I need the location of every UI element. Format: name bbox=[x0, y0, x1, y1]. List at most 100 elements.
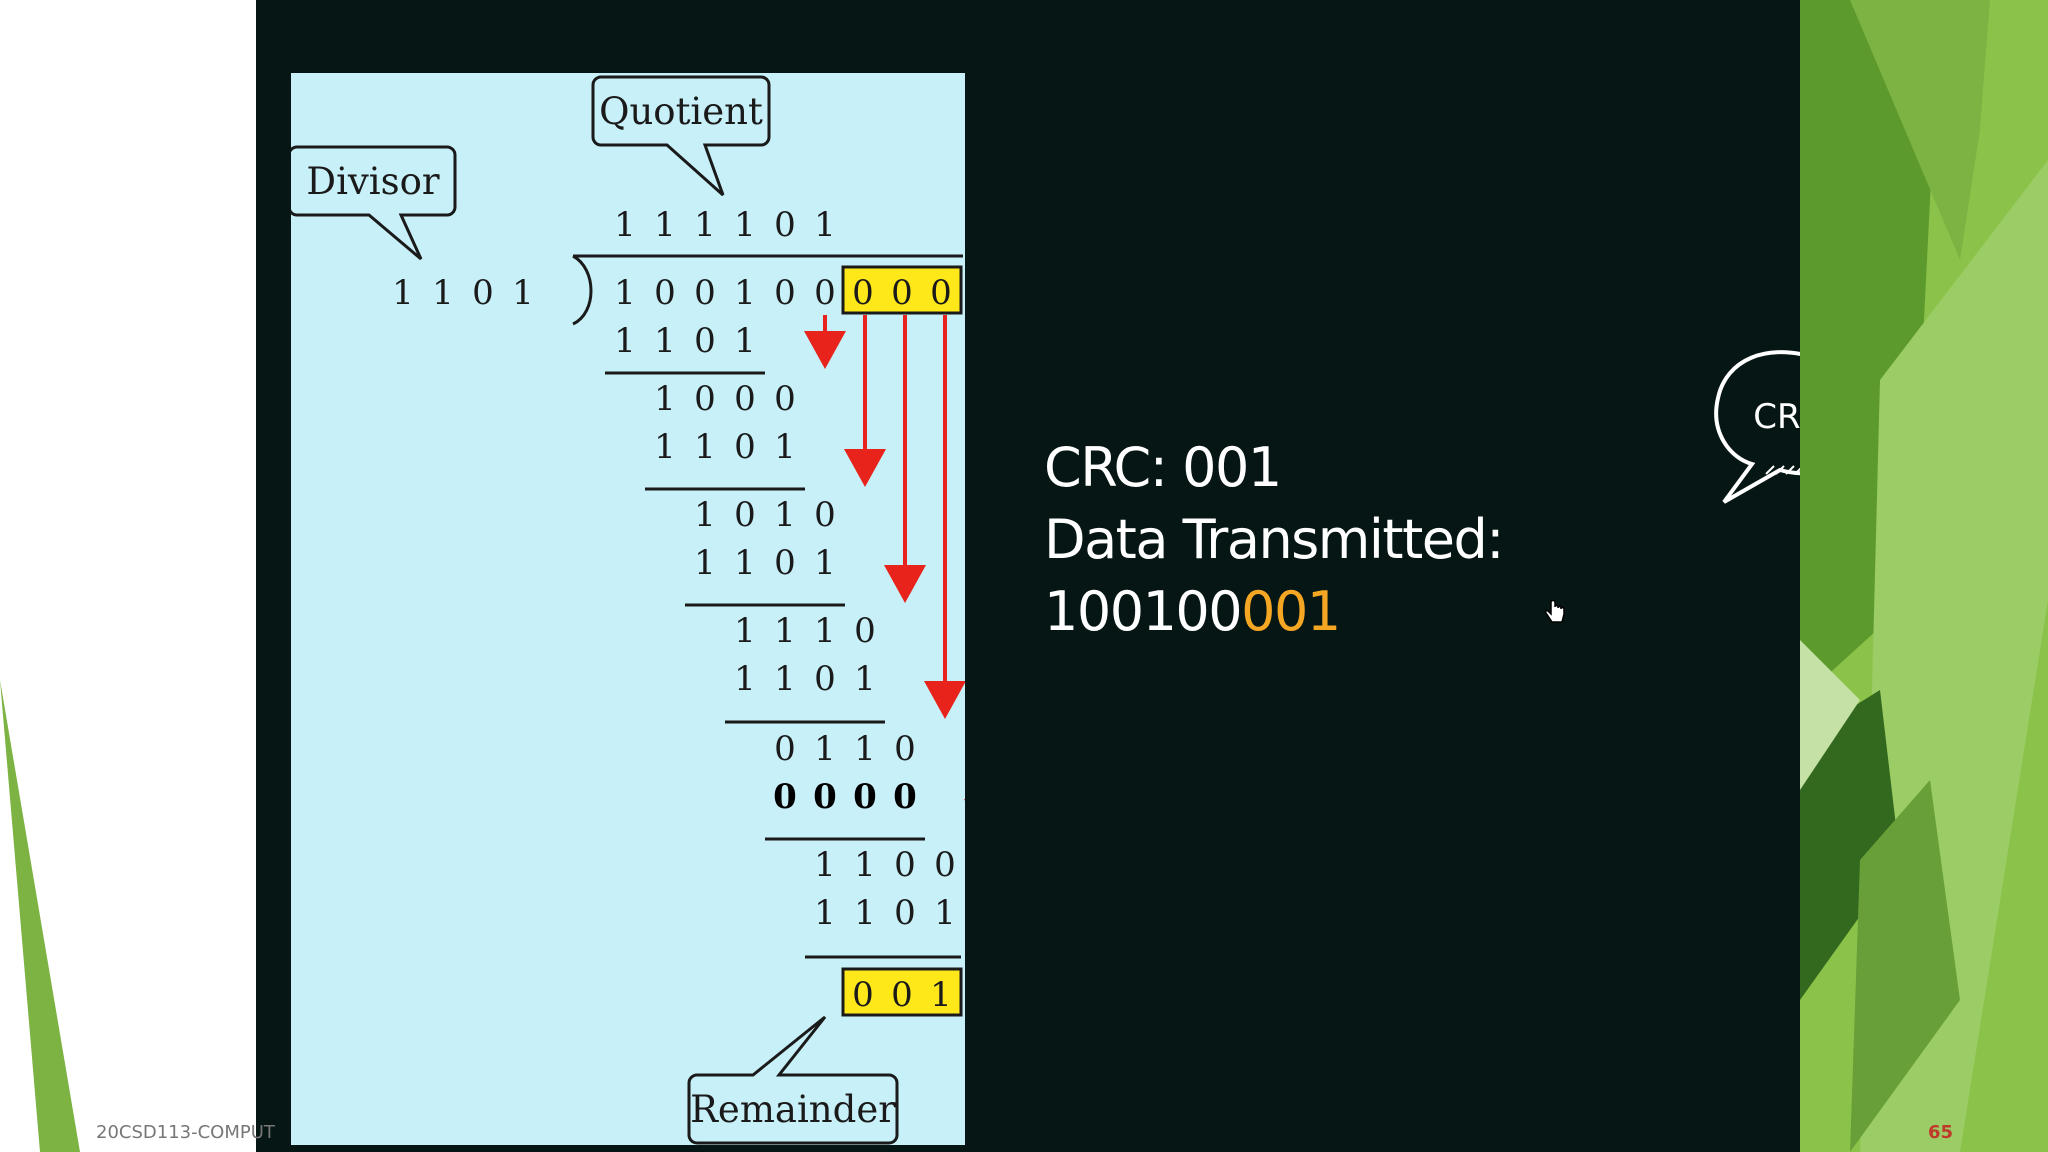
step-subtrahend: 1 1 0 1 bbox=[814, 893, 956, 933]
bring-down-arrow bbox=[804, 315, 846, 369]
digit: 0 bbox=[734, 495, 756, 535]
divisor-digit: 0 bbox=[472, 273, 494, 313]
digit: 1 bbox=[694, 427, 716, 467]
crc-bubble-label: CRC bbox=[1753, 397, 1800, 437]
dividend-digit: 1 bbox=[614, 273, 636, 313]
quotient-digit: 1 bbox=[734, 205, 756, 245]
digit: 0 bbox=[694, 321, 716, 361]
quotient-digit: 1 bbox=[694, 205, 716, 245]
step-subtrahend: 0 0 0 0 bbox=[773, 777, 917, 817]
step-partial: 1 0 1 0 bbox=[694, 495, 836, 535]
digit: 0 bbox=[934, 845, 956, 885]
divisor-digit: 1 bbox=[392, 273, 414, 313]
digit: 1 bbox=[734, 543, 756, 583]
digit: 1 bbox=[814, 611, 836, 651]
digit: 0 bbox=[774, 379, 796, 419]
step-subtrahend: 1 1 0 1 bbox=[694, 543, 836, 583]
divisor-label: Divisor bbox=[306, 160, 439, 203]
dividend-digit: 0 bbox=[814, 273, 836, 313]
digit: 0 bbox=[854, 611, 876, 651]
step-subtrahend: 1 1 0 1 bbox=[614, 321, 756, 361]
digit: 1 bbox=[854, 845, 876, 885]
digit: 1 bbox=[814, 729, 836, 769]
digit: 1 bbox=[654, 427, 676, 467]
digit: 0 bbox=[814, 495, 836, 535]
remainder-callout: Remainder bbox=[689, 1017, 897, 1143]
dividend-digit: 0 bbox=[694, 273, 716, 313]
digit: 0 bbox=[894, 729, 916, 769]
slide-page-number: 65 bbox=[1928, 1122, 1953, 1143]
bring-down-arrow bbox=[844, 315, 886, 487]
divisor-digit: 1 bbox=[512, 273, 534, 313]
digit: 1 bbox=[654, 321, 676, 361]
step-partial: 1 0 0 0 bbox=[654, 379, 796, 419]
digit: 1 bbox=[814, 543, 836, 583]
digit: 0 bbox=[853, 777, 877, 817]
quotient-digit: 1 bbox=[654, 205, 676, 245]
data-transmitted-line: Data Transmitted: 100100001 bbox=[1044, 504, 1800, 648]
digit: 1 bbox=[854, 729, 876, 769]
remainder-label: Remainder bbox=[690, 1088, 896, 1131]
hand-cursor-icon bbox=[1544, 600, 1566, 628]
appended-zero: 0 bbox=[852, 273, 874, 313]
quotient-label: Quotient bbox=[599, 90, 763, 133]
dividend-digits: 1 0 0 1 0 0 bbox=[614, 273, 836, 313]
digit: 0 bbox=[773, 777, 797, 817]
dividend-digit: 0 bbox=[774, 273, 796, 313]
remainder-digit: 0 bbox=[852, 975, 874, 1015]
digit: 1 bbox=[734, 611, 756, 651]
divisor-callout: Divisor bbox=[291, 147, 455, 259]
remainder-digit: 0 bbox=[891, 975, 913, 1015]
digit: 1 bbox=[854, 893, 876, 933]
divisor-digit: 1 bbox=[432, 273, 454, 313]
crc-division-diagram: Divisor Quotient 1 1 1 1 0 1 1 1 bbox=[291, 73, 965, 1145]
step-partial: 1 1 1 0 bbox=[734, 611, 876, 651]
digit: 0 bbox=[814, 659, 836, 699]
digit: 1 bbox=[774, 659, 796, 699]
digit: 1 bbox=[614, 321, 636, 361]
digit: 1 bbox=[854, 659, 876, 699]
digit: 0 bbox=[734, 427, 756, 467]
bring-down-arrow bbox=[964, 315, 965, 837]
digit: 0 bbox=[813, 777, 837, 817]
step-subtrahend: 1 1 0 1 bbox=[654, 427, 796, 467]
digit: 0 bbox=[774, 543, 796, 583]
crc-speech-bubble: CRC bbox=[1656, 340, 1800, 520]
digit: 1 bbox=[934, 893, 956, 933]
bring-down-arrow bbox=[884, 315, 926, 603]
dividend-digit: 0 bbox=[654, 273, 676, 313]
data-transmitted-crc: 001 bbox=[1241, 580, 1340, 643]
digit: 1 bbox=[814, 845, 836, 885]
digit: 1 bbox=[694, 495, 716, 535]
remainder-digits: 0 0 1 bbox=[852, 975, 952, 1015]
step-subtrahend: 1 1 0 1 bbox=[734, 659, 876, 699]
digit: 1 bbox=[654, 379, 676, 419]
digit: 0 bbox=[893, 777, 917, 817]
video-frame: Divisor Quotient 1 1 1 1 0 1 1 1 bbox=[256, 0, 1800, 1152]
digit: 0 bbox=[894, 893, 916, 933]
dividend-digit: 1 bbox=[734, 273, 756, 313]
appended-zero: 0 bbox=[891, 273, 913, 313]
digit: 1 bbox=[774, 611, 796, 651]
digit: 0 bbox=[694, 379, 716, 419]
digit: 0 bbox=[894, 845, 916, 885]
step-partial: 0 1 1 0 bbox=[774, 729, 916, 769]
digit: 1 bbox=[774, 495, 796, 535]
digit: 1 bbox=[734, 659, 756, 699]
digit: 1 bbox=[814, 893, 836, 933]
quotient-digit: 1 bbox=[614, 205, 636, 245]
digit: 1 bbox=[734, 321, 756, 361]
quotient-callout: Quotient bbox=[593, 77, 769, 195]
appended-zeros: 0 0 0 bbox=[852, 273, 952, 313]
divisor-digits: 1 1 0 1 bbox=[392, 273, 534, 313]
digit: 1 bbox=[694, 543, 716, 583]
appended-zero: 0 bbox=[930, 273, 952, 313]
remainder-digit: 1 bbox=[930, 975, 952, 1015]
footer-course-code: 20CSD113-COMPUT bbox=[96, 1122, 275, 1143]
digit: 0 bbox=[774, 729, 796, 769]
digit: 1 bbox=[774, 427, 796, 467]
step-partial: 1 1 0 0 bbox=[814, 845, 956, 885]
quotient-digits: 1 1 1 1 0 1 bbox=[614, 205, 836, 245]
bring-down-arrow bbox=[924, 315, 965, 719]
quotient-digit: 1 bbox=[814, 205, 836, 245]
